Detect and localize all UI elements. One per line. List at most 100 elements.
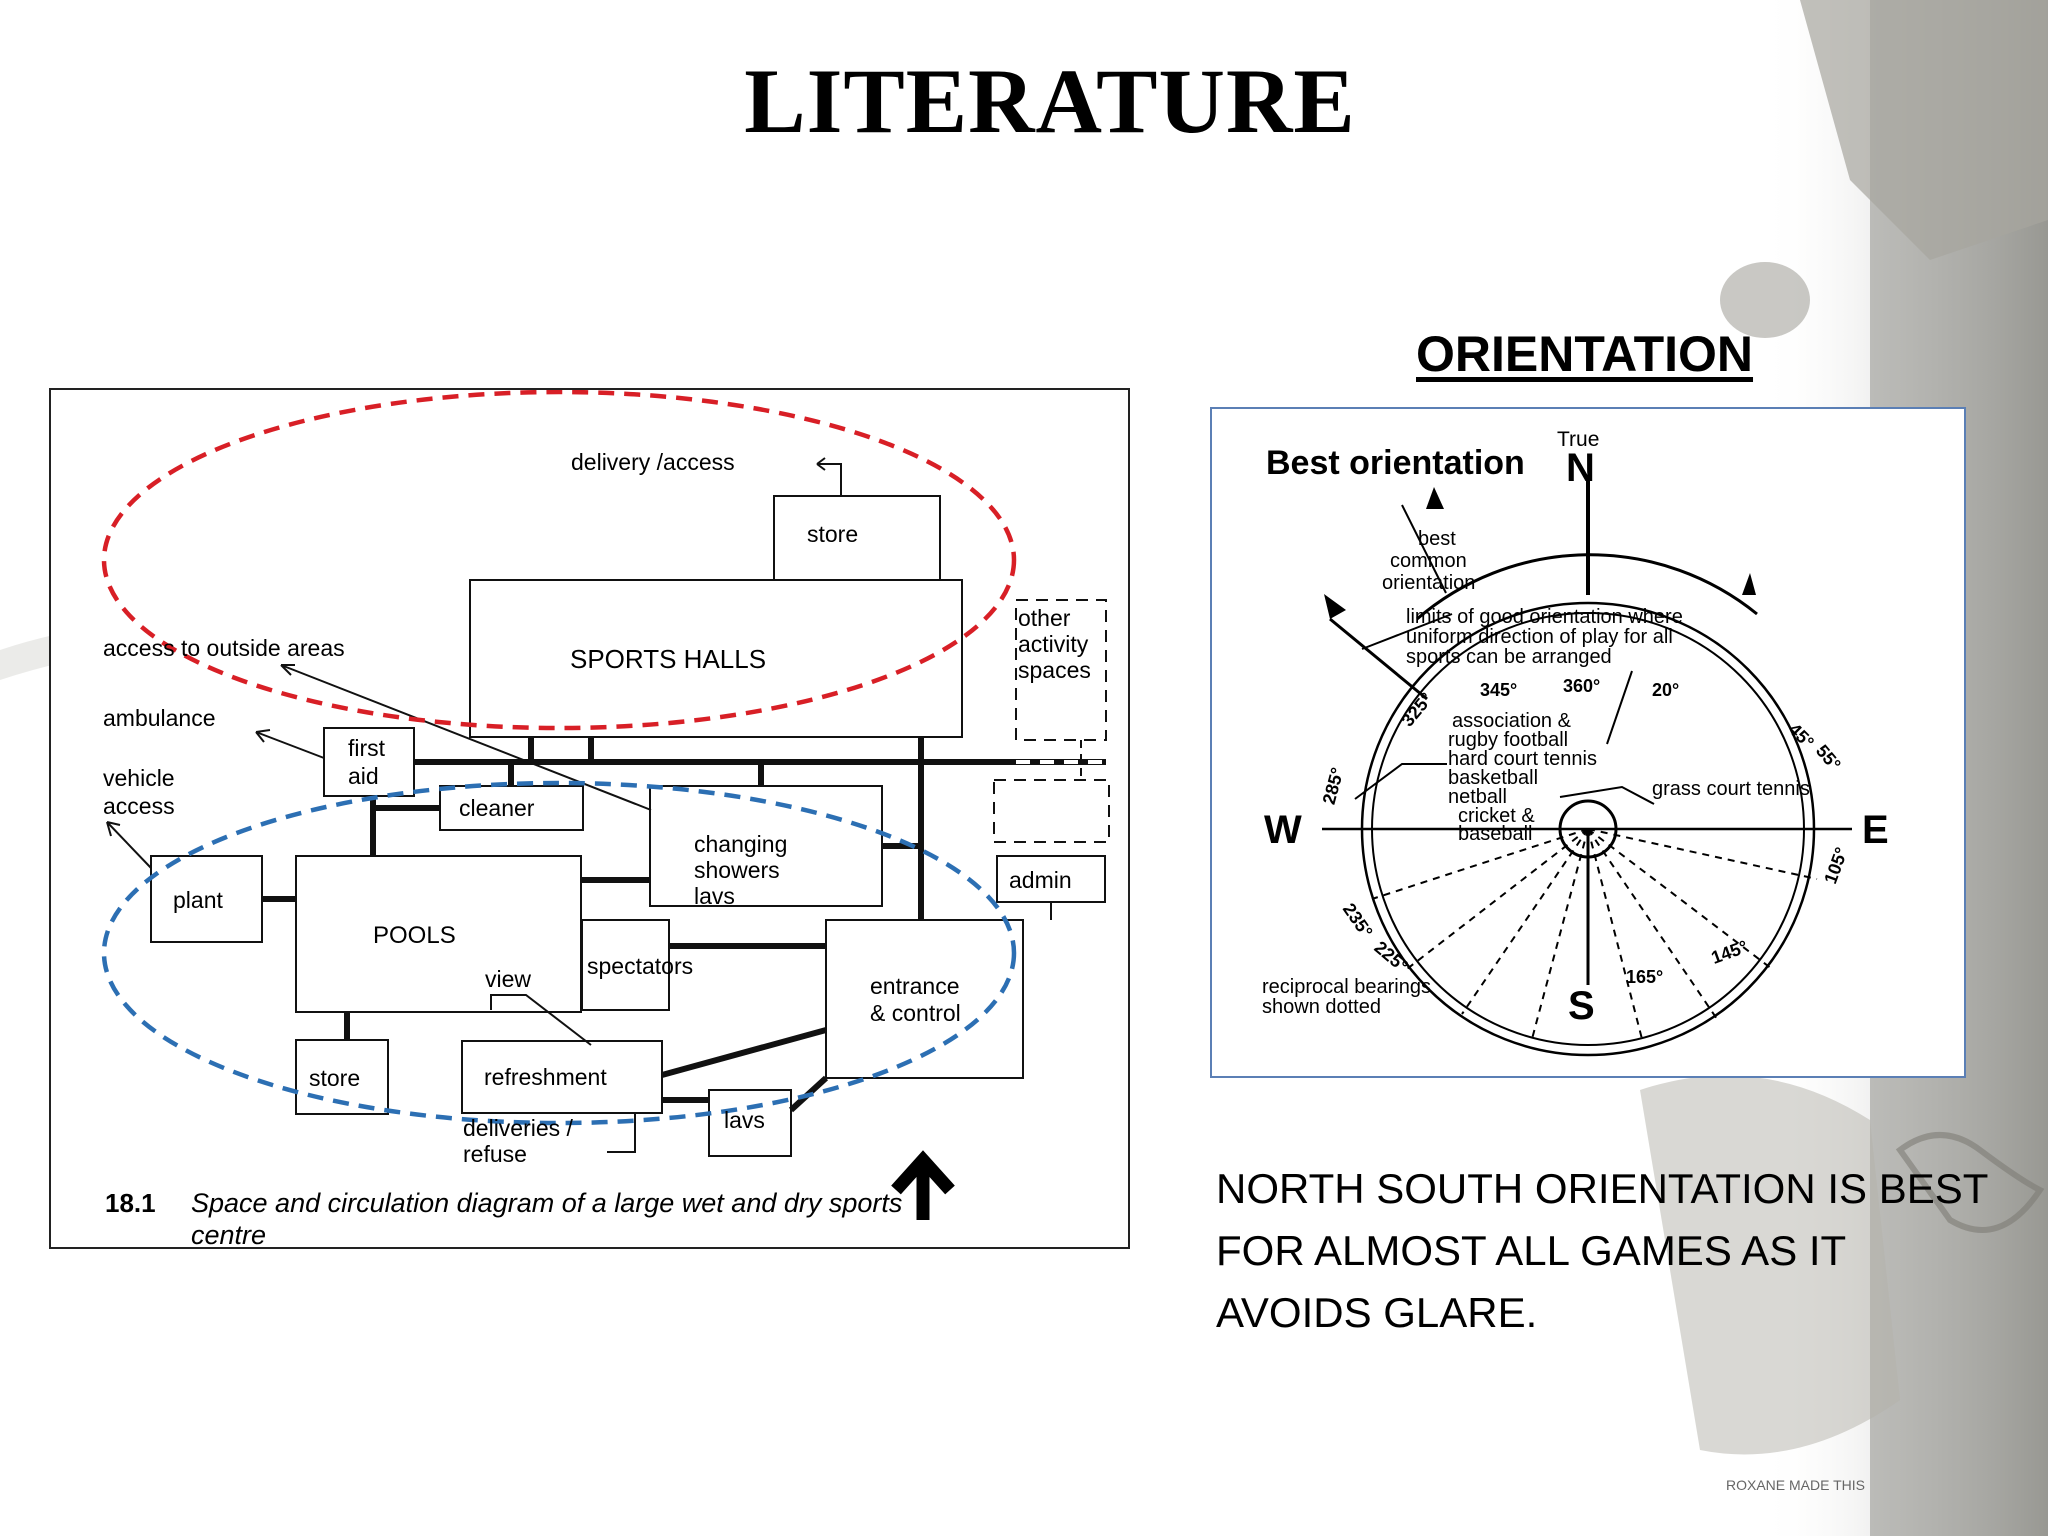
label-entrance: & control [870, 1000, 961, 1026]
label-deliveries: deliveries / [463, 1115, 574, 1141]
orientation-diagram: Best orientation True N S E W best commo… [1262, 428, 1889, 1057]
label-delivery-access: delivery /access [571, 449, 735, 475]
entrance-box [825, 919, 1024, 1079]
watermark: ROXANE MADE THIS [1726, 1477, 1865, 1493]
entrance-arrow-icon [891, 1150, 955, 1220]
caption-text-cut: centre [191, 1220, 266, 1247]
sports-label: rugby football [1448, 729, 1568, 751]
best-orientation-label: Best orientation [1266, 444, 1525, 482]
best-pointer [1401, 504, 1447, 594]
label-sports-halls: SPORTS HALLS [570, 644, 766, 674]
label-vehicle-access: access [103, 793, 175, 819]
sports-label: hard court tennis [1448, 748, 1597, 770]
limit-pointer [1361, 613, 1453, 650]
label-changing: changing [694, 831, 787, 857]
sports-label: cricket & [1458, 805, 1535, 827]
grass-tennis-label: grass court tennis [1652, 778, 1810, 800]
true-north-label: True [1557, 428, 1599, 451]
limit-arrow-icon [1742, 573, 1756, 595]
other-activity-box [1015, 599, 1107, 741]
sports-label: baseball [1458, 823, 1533, 845]
reciprocal-lines [1371, 828, 1818, 1040]
grass-bracket [1559, 785, 1655, 805]
circulation-diagram-panel: delivery /access store SPORTS HALLS othe… [49, 388, 1130, 1250]
label-entrance: entrance [870, 973, 960, 999]
label-ambulance: ambulance [103, 705, 216, 731]
label-spectators: spectators [587, 953, 693, 979]
best-arrow-icon [1426, 487, 1444, 509]
skater-shoe-shape [1800, 0, 2048, 260]
label-lavs: lavs [724, 1107, 765, 1133]
compass-centre [1558, 799, 1618, 859]
limits-label: sports can be arranged [1406, 646, 1612, 668]
link-line [661, 1027, 827, 1078]
degree-label: 360° [1563, 676, 1600, 696]
label-refreshment: refreshment [484, 1064, 607, 1090]
vehicle-arrow [106, 821, 152, 869]
sports-bracket [1354, 763, 1447, 800]
circulation-diagram: delivery /access store SPORTS HALLS othe… [101, 389, 1110, 1250]
label-deliveries: refuse [463, 1141, 527, 1167]
label-access-outside: access to outside areas [103, 635, 345, 661]
label-pools: POOLS [373, 922, 456, 949]
compass-w: W [1264, 808, 1302, 852]
label-other-activity: activity [1018, 631, 1089, 657]
degree-label: 105° [1820, 845, 1852, 887]
label-first-aid: aid [348, 763, 379, 789]
label-store-bottom: store [309, 1065, 360, 1091]
degree-label: 345° [1480, 680, 1517, 700]
best-common-label: common [1390, 550, 1467, 572]
label-first-aid: first [348, 735, 386, 761]
degree-label: 20° [1652, 680, 1679, 700]
orientation-diagram-panel: Best orientation True N S E W best commo… [1210, 407, 1966, 1078]
refreshment-box [461, 1040, 663, 1114]
delivery-arrow [816, 457, 842, 496]
sports-halls-box [469, 579, 963, 738]
lavs-box [708, 1089, 792, 1157]
label-admin: admin [1009, 867, 1072, 893]
spectators-box [581, 919, 670, 1011]
degree-label: 145° [1708, 936, 1750, 968]
limit-arrow-icon [1324, 594, 1346, 619]
sports-pointer [1606, 670, 1633, 745]
label-other-activity: spaces [1018, 657, 1091, 683]
degree-label: 235° [1339, 899, 1377, 941]
store-bottom-box [295, 1039, 389, 1115]
dry-zone-highlight [101, 389, 1017, 731]
skater-head-shape [1720, 262, 1810, 338]
degree-label: 165° [1626, 967, 1663, 987]
label-view: view [485, 966, 531, 992]
compass-e: E [1862, 808, 1889, 852]
degree-label: 55° [1812, 741, 1845, 775]
degree-label: 325° [1397, 689, 1436, 730]
limit-line-left [1329, 617, 1428, 701]
orientation-heading: ORIENTATION [1416, 326, 1754, 382]
label-changing: showers [694, 857, 780, 883]
reciprocal-label: shown dotted [1262, 996, 1381, 1018]
compass-s: S [1568, 984, 1595, 1028]
graffiti-shape [1895, 1132, 2045, 1233]
label-store-top: store [807, 521, 858, 547]
deliveries-arrow [607, 1113, 636, 1153]
dashed-space-box [993, 779, 1110, 843]
slide-title: LITERATURE [744, 50, 1356, 152]
label-vehicle-access: vehicle [103, 765, 175, 791]
wet-zone-highlight [101, 780, 1017, 1126]
sports-label: basketball [1448, 767, 1538, 789]
compass-n: N [1566, 446, 1595, 490]
reciprocal-label: reciprocal bearings [1262, 976, 1431, 998]
label-cleaner: cleaner [459, 795, 535, 821]
label-other-activity: other [1018, 605, 1071, 631]
degree-label: 285° [1319, 765, 1348, 806]
best-common-label: orientation [1382, 572, 1475, 594]
label-plant: plant [173, 887, 223, 913]
ambulance-arrow [255, 729, 325, 759]
limits-label: limits of good orientation where [1406, 606, 1683, 628]
orientation-conclusion: NORTH SOUTH ORIENTATION IS BEST FOR ALMO… [1216, 1165, 1988, 1336]
sports-label: netball [1448, 786, 1507, 808]
limits-label: uniform direction of play for all [1406, 626, 1673, 648]
skater-body-shape [1640, 1075, 1900, 1455]
best-common-label: best [1418, 528, 1456, 550]
caption-number: 18.1 [105, 1188, 156, 1218]
sports-label: association & [1452, 710, 1572, 732]
